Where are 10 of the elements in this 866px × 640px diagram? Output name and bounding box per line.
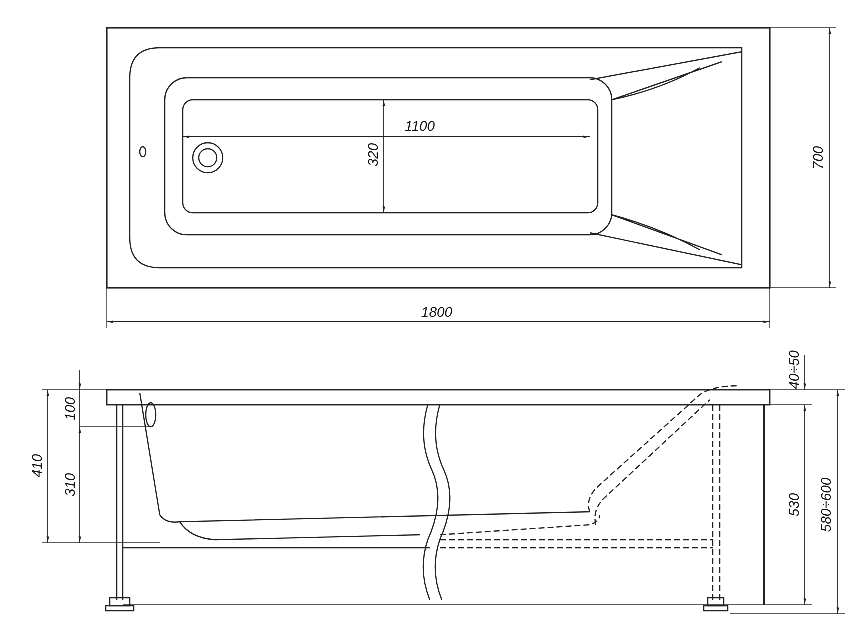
dimension-label: 100 <box>63 397 77 421</box>
dimension-label: 410 <box>30 454 44 478</box>
dimension-label: 310 <box>63 473 77 497</box>
dimension-label: 700 <box>811 146 825 170</box>
dimension-label: 40÷50 <box>787 350 801 390</box>
dimension-label: 580÷600 <box>819 478 833 532</box>
dimension-label: 1100 <box>404 119 436 133</box>
dimension-label: 530 <box>787 493 801 517</box>
dimension-label: 1800 <box>421 305 453 319</box>
dimension-label: 320 <box>366 143 380 167</box>
